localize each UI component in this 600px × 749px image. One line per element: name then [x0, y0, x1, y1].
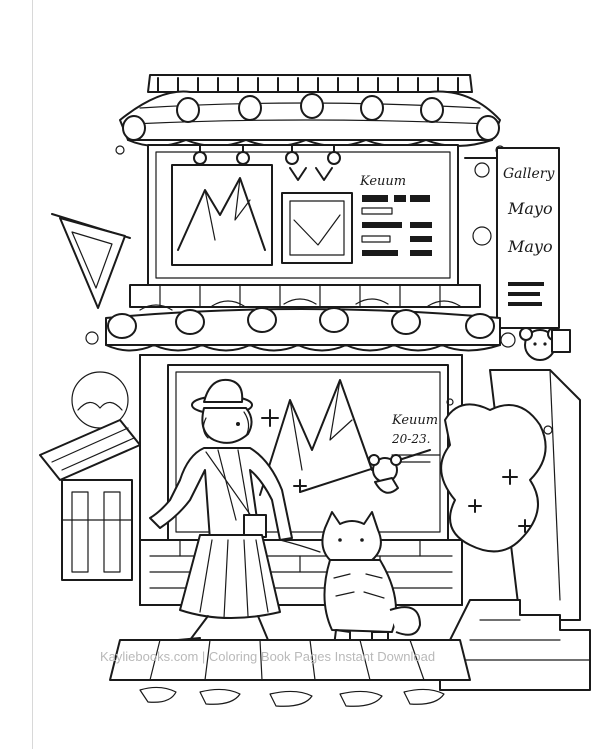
gallery-banner: Gallery Mayo Mayo: [464, 147, 560, 329]
mouse-figure: [368, 454, 402, 494]
page-edge-line: [32, 0, 33, 749]
window-poster-date: 20-23.: [391, 432, 430, 446]
upper-poster-title: Keuum: [359, 174, 406, 189]
banner-line-3: Mayo: [507, 237, 553, 256]
lower-roof: [85, 298, 516, 366]
right-stairs: [439, 369, 591, 691]
watermark-text: Kayliebooks.com | Coloring Book Pages In…: [100, 649, 435, 664]
pennant-flag: [51, 213, 131, 309]
upper-roof: [115, 74, 505, 155]
banner-line-2: Mayo: [507, 199, 553, 218]
koala-figure: [519, 327, 571, 361]
left-shrine: [39, 371, 141, 581]
window-poster-title: Keuum: [391, 413, 438, 428]
banner-line-1: Gallery: [503, 166, 555, 182]
upper-billboard: Keuum: [129, 144, 492, 308]
ground-stones: [109, 639, 471, 707]
